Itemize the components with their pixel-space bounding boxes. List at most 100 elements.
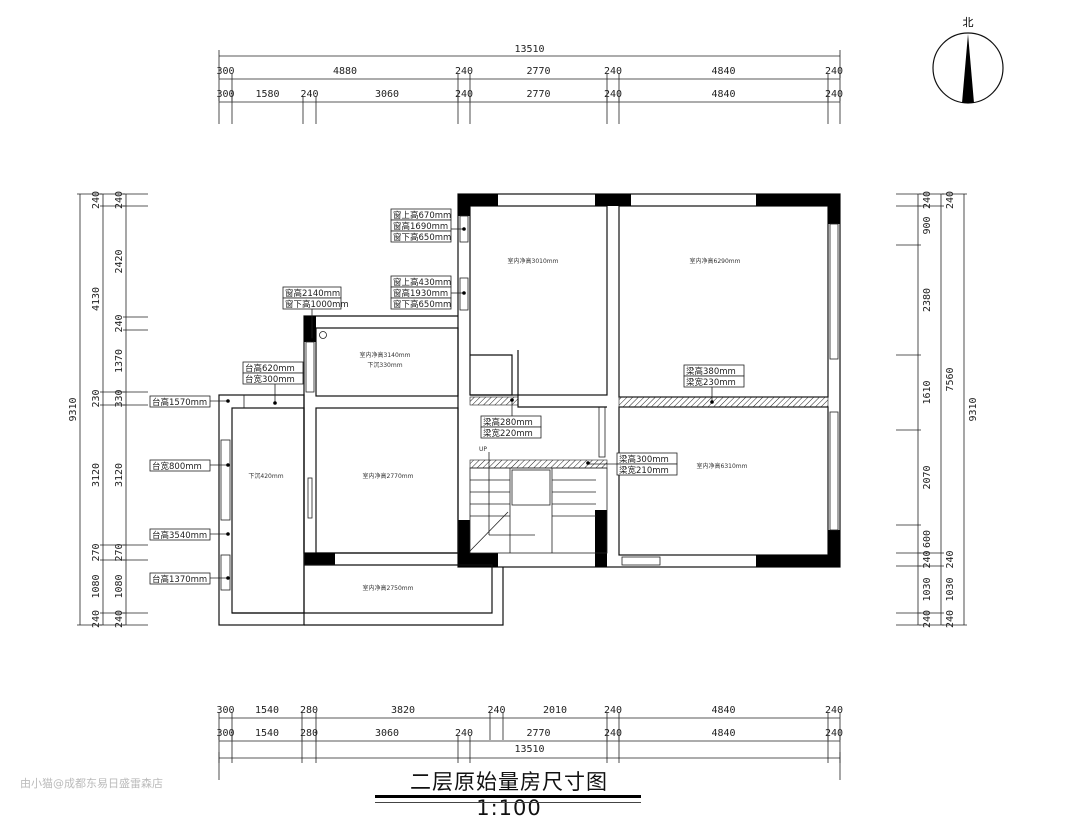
annotation-text: 窗高2140mm <box>285 288 340 299</box>
dimension-label: 240 <box>945 191 956 209</box>
dimension-label: 300 <box>216 705 234 716</box>
annotation-box: 台高1370mm <box>149 572 230 585</box>
annotation-text: 梁宽220mm <box>483 428 533 439</box>
watermark: 由小猫@成都东易日盛雷森店 <box>20 777 163 790</box>
dimension-label: 4880 <box>333 66 357 77</box>
dimension-label: 3060 <box>375 728 399 739</box>
dimension-lines: 13510 300 4880 240 2770 240 4840 240 300 1580 240 3… <box>68 44 979 780</box>
dimension-label: 300 <box>216 66 234 77</box>
dimension-label: 1080 <box>114 574 125 598</box>
annotation-text: 梁宽210mm <box>619 465 669 476</box>
room-label: 下沉330mm <box>367 361 402 369</box>
room-label: 室内净高2770mm <box>363 472 414 480</box>
room-label: 室内净高2750mm <box>363 584 414 592</box>
dimension-chain-left-outer: 9310 <box>68 193 102 626</box>
title-underline-thin <box>375 802 641 803</box>
dimension-label: 270 <box>114 543 125 561</box>
north-compass-icon: 北 <box>932 16 1004 104</box>
annotation-text: 窗上高670mm <box>393 210 451 221</box>
dimension-label: 1030 <box>922 577 933 601</box>
annotation-text: 窗下高1000mm <box>285 299 349 310</box>
dimension-label: 240 <box>604 705 622 716</box>
dimension-label: 240 <box>825 728 843 739</box>
dimension-label: 2420 <box>114 249 125 273</box>
annotation-text: 台高3540mm <box>152 530 207 541</box>
dimension-label: 600 <box>922 530 933 548</box>
dimension-label: 13510 <box>514 744 544 755</box>
dimension-label: 240 <box>825 66 843 77</box>
annotation-text: 窗高1930mm <box>393 288 448 299</box>
annotation-box: 台宽800mm <box>149 459 230 472</box>
dimension-label: 2010 <box>543 705 567 716</box>
dimension-label: 9310 <box>968 397 979 421</box>
dimension-label: 240 <box>114 610 125 628</box>
annotation-text: 窗下高650mm <box>393 299 451 310</box>
dimension-label: 900 <box>922 216 933 234</box>
drawing-title: 二层原始量房尺寸图 1:100 <box>410 770 608 820</box>
dimension-label: 240 <box>91 191 102 209</box>
dimension-label: 2070 <box>922 465 933 489</box>
dimension-label: 2770 <box>526 89 550 100</box>
annotation-text: 台高620mm <box>245 363 295 374</box>
room-label: 室内净高3140mm <box>360 351 411 359</box>
room-labels: 室内净高3010mm 室内净高6290mm 室内净高3140mm 下沉330mm 下沉4… <box>248 257 747 592</box>
annotation-text: 梁高280mm <box>483 417 533 428</box>
dimension-label: 240 <box>945 550 956 568</box>
room-label: 室内净高6290mm <box>690 257 741 265</box>
dimension-chain-right-outer: 9310 <box>942 193 979 626</box>
dimension-label: 1540 <box>255 705 279 716</box>
dimension-label: 4840 <box>711 705 735 716</box>
dimension-label: 4840 <box>711 66 735 77</box>
stair-up-label: UP <box>479 446 487 453</box>
annotation-box: 台高3540mm <box>149 528 230 541</box>
dimension-label: 3120 <box>91 463 102 487</box>
room-label: 室内净高3010mm <box>508 257 559 265</box>
dimension-label: 240 <box>922 610 933 628</box>
dimension-label: 300 <box>216 728 234 739</box>
dimension-label: 4840 <box>711 89 735 100</box>
annotation-text: 台宽800mm <box>152 461 202 472</box>
annotation-text: 窗高1690mm <box>393 221 448 232</box>
dimension-label: 3120 <box>114 463 125 487</box>
annotation-text: 台宽300mm <box>245 374 295 385</box>
dimension-label: 240 <box>455 728 473 739</box>
dimension-label: 330 <box>114 389 125 407</box>
compass-label: 北 <box>963 16 974 29</box>
dimension-label: 230 <box>91 389 102 407</box>
dimension-label: 240 <box>604 728 622 739</box>
dimension-label: 4840 <box>711 728 735 739</box>
dimension-label: 1610 <box>922 380 933 404</box>
dimension-label: 240 <box>114 314 125 332</box>
dimension-label: 270 <box>91 543 102 561</box>
dimension-label: 1080 <box>91 574 102 598</box>
dimension-chain-bottom-total: 13510 <box>218 744 841 780</box>
dimension-label: 3820 <box>391 705 415 716</box>
dimension-label: 240 <box>922 191 933 209</box>
room-label: 下沉420mm <box>248 472 283 480</box>
dimension-label: 240 <box>455 89 473 100</box>
dimension-label: 7560 <box>945 367 956 391</box>
dimension-label: 240 <box>825 705 843 716</box>
annotation-text: 台高1370mm <box>152 574 207 585</box>
dimension-label: 3060 <box>375 89 399 100</box>
dimension-label: 1580 <box>255 89 279 100</box>
dimension-label: 300 <box>216 89 234 100</box>
dimension-label: 240 <box>455 66 473 77</box>
dimension-label: 280 <box>300 705 318 716</box>
dimension-label: 13510 <box>514 44 544 55</box>
dimension-label: 240 <box>300 89 318 100</box>
annotation-box: 台高1570mm <box>149 395 230 408</box>
dimension-chain-right-middle: 240 7560 240 1030 240 <box>919 191 956 628</box>
dimension-label: 240 <box>945 610 956 628</box>
dimension-label: 1370 <box>114 349 125 373</box>
title-underline <box>375 795 641 798</box>
